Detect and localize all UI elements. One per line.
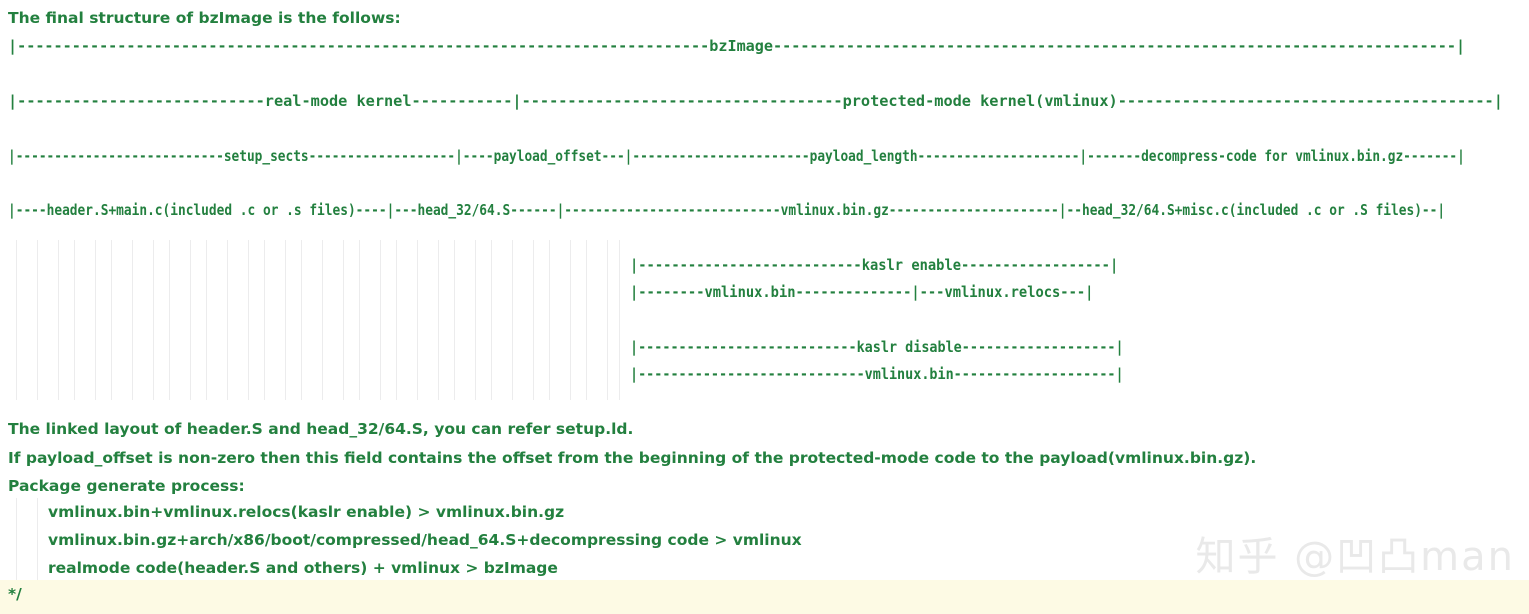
indent-guide (190, 240, 191, 400)
indent-guide (570, 240, 571, 400)
indent-guide (417, 240, 418, 400)
indent-guide (206, 240, 207, 400)
diagram-row-kaslr-disable: |---------------------------kaslr disabl… (630, 338, 1124, 356)
diagram-row-kernel-split: |---------------------------real-mode ke… (8, 92, 1503, 110)
indent-guide (396, 240, 397, 400)
note-linked-layout: The linked layout of header.S and head_3… (8, 420, 634, 438)
process-step-1: vmlinux.bin+vmlinux.relocs(kaslr enable)… (48, 503, 565, 521)
indent-guide (285, 240, 286, 400)
comment-end-marker: */ (8, 585, 22, 603)
note-package-generate: Package generate process: (8, 477, 245, 495)
diagram-row-bzimage: |---------------------------------------… (8, 37, 1466, 55)
indent-guide (491, 240, 492, 400)
indent-guide (74, 240, 75, 400)
line-intro: The final structure of bzImage is the fo… (8, 9, 401, 27)
indent-guide (37, 240, 38, 400)
indent-guide (264, 240, 265, 400)
indent-guide (607, 240, 608, 400)
indent-guide (343, 240, 344, 400)
zhihu-watermark: 知乎 @凹凸man (1195, 534, 1515, 580)
indent-guide (438, 240, 439, 400)
indent-guide (549, 240, 550, 400)
diagram-row-kaslr-enable-parts: |--------vmlinux.bin--------------|---vm… (630, 283, 1094, 301)
indent-guide (533, 240, 534, 400)
indent-guide (95, 240, 96, 400)
indent-guide (586, 240, 587, 400)
diagram-row-sources: |----header.S+main.c(included .c or .s f… (8, 201, 1446, 219)
indent-guide (454, 240, 455, 400)
indent-guide (322, 240, 323, 400)
indent-guide (58, 240, 59, 400)
current-line-highlight (0, 580, 1529, 614)
indent-guide (512, 240, 513, 400)
indent-guide (475, 240, 476, 400)
note-payload-offset: If payload_offset is non-zero then this … (8, 449, 1257, 467)
indent-guide (169, 240, 170, 400)
indent-guide (132, 240, 133, 400)
diagram-row-kaslr-disable-parts: |----------------------------vmlinux.bin… (630, 365, 1124, 383)
indent-guide (301, 240, 302, 400)
indent-guide (227, 240, 228, 400)
indent-guide (248, 240, 249, 400)
indent-guide (16, 240, 17, 400)
diagram-row-kaslr-enable: |---------------------------kaslr enable… (630, 256, 1119, 274)
indent-guide (619, 240, 620, 400)
indent-guide (359, 240, 360, 400)
indent-guide (153, 240, 154, 400)
diagram-row-sects-payload: |---------------------------setup_sects-… (8, 147, 1465, 165)
indent-guide (380, 240, 381, 400)
indent-guide (111, 240, 112, 400)
process-step-2: vmlinux.bin.gz+arch/x86/boot/compressed/… (48, 531, 802, 549)
indent-guide (37, 498, 38, 582)
indent-guide (16, 498, 17, 582)
indent-guides (0, 240, 640, 400)
process-step-3: realmode code(header.S and others) + vml… (48, 559, 558, 577)
